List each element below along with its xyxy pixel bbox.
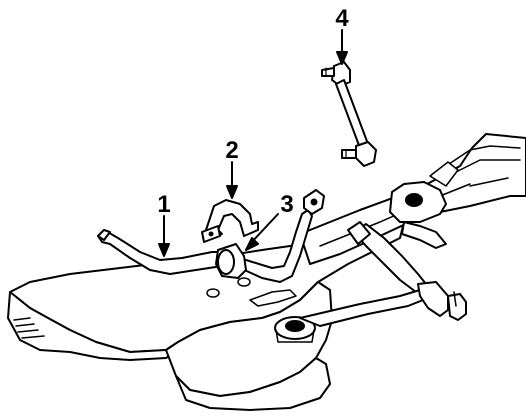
crossmember-ribs	[13, 317, 45, 339]
spindle-brace	[429, 161, 459, 187]
link-rod	[335, 79, 369, 149]
crossmember-base	[175, 357, 331, 411]
crossmember-hole-1	[206, 288, 220, 298]
callout-4: 4	[335, 5, 349, 32]
leader-4-arrow	[336, 51, 348, 65]
mount-boss-bore	[275, 329, 315, 343]
callout-2: 2	[225, 137, 238, 164]
frame-rail-flange	[439, 145, 521, 187]
spindle-bracket	[401, 221, 447, 249]
leader-2-arrow	[226, 185, 238, 199]
spindle-bore	[405, 193, 423, 207]
bar-bushing	[215, 243, 247, 279]
bar-bushing-face	[217, 249, 235, 275]
crossmember-hole-2	[237, 277, 251, 287]
callout-leaders	[158, 29, 348, 257]
stabilizer-link	[321, 61, 377, 167]
callout-labels: 1 2 3 4	[157, 5, 349, 218]
link-upper-stud	[321, 67, 335, 77]
ball-joint-stud	[447, 293, 467, 321]
bar-end-eye-hole	[310, 198, 318, 206]
leader-3-arrow	[245, 237, 259, 251]
leader-1-arrow	[158, 243, 170, 257]
ball-joint-thread	[453, 291, 457, 307]
callout-3: 3	[280, 191, 293, 218]
clamp-bolt-hole	[208, 231, 214, 237]
bar-end-link	[303, 189, 325, 215]
control-arm-outer	[417, 281, 449, 317]
link-lower-stud	[341, 149, 357, 159]
crossmember-slot	[249, 289, 297, 307]
spindle-assembly	[389, 161, 459, 249]
leader-3	[249, 213, 279, 245]
mount-boss-inner	[285, 320, 305, 332]
bushing-clamp	[201, 199, 259, 243]
lower-control-arm	[299, 221, 467, 327]
stabilizer-bar-end-cut	[97, 229, 111, 241]
callout-1: 1	[157, 191, 170, 218]
link-lower-joint	[355, 141, 377, 167]
link-upper-joint	[331, 61, 351, 87]
control-arm-bushing-front	[347, 221, 371, 245]
